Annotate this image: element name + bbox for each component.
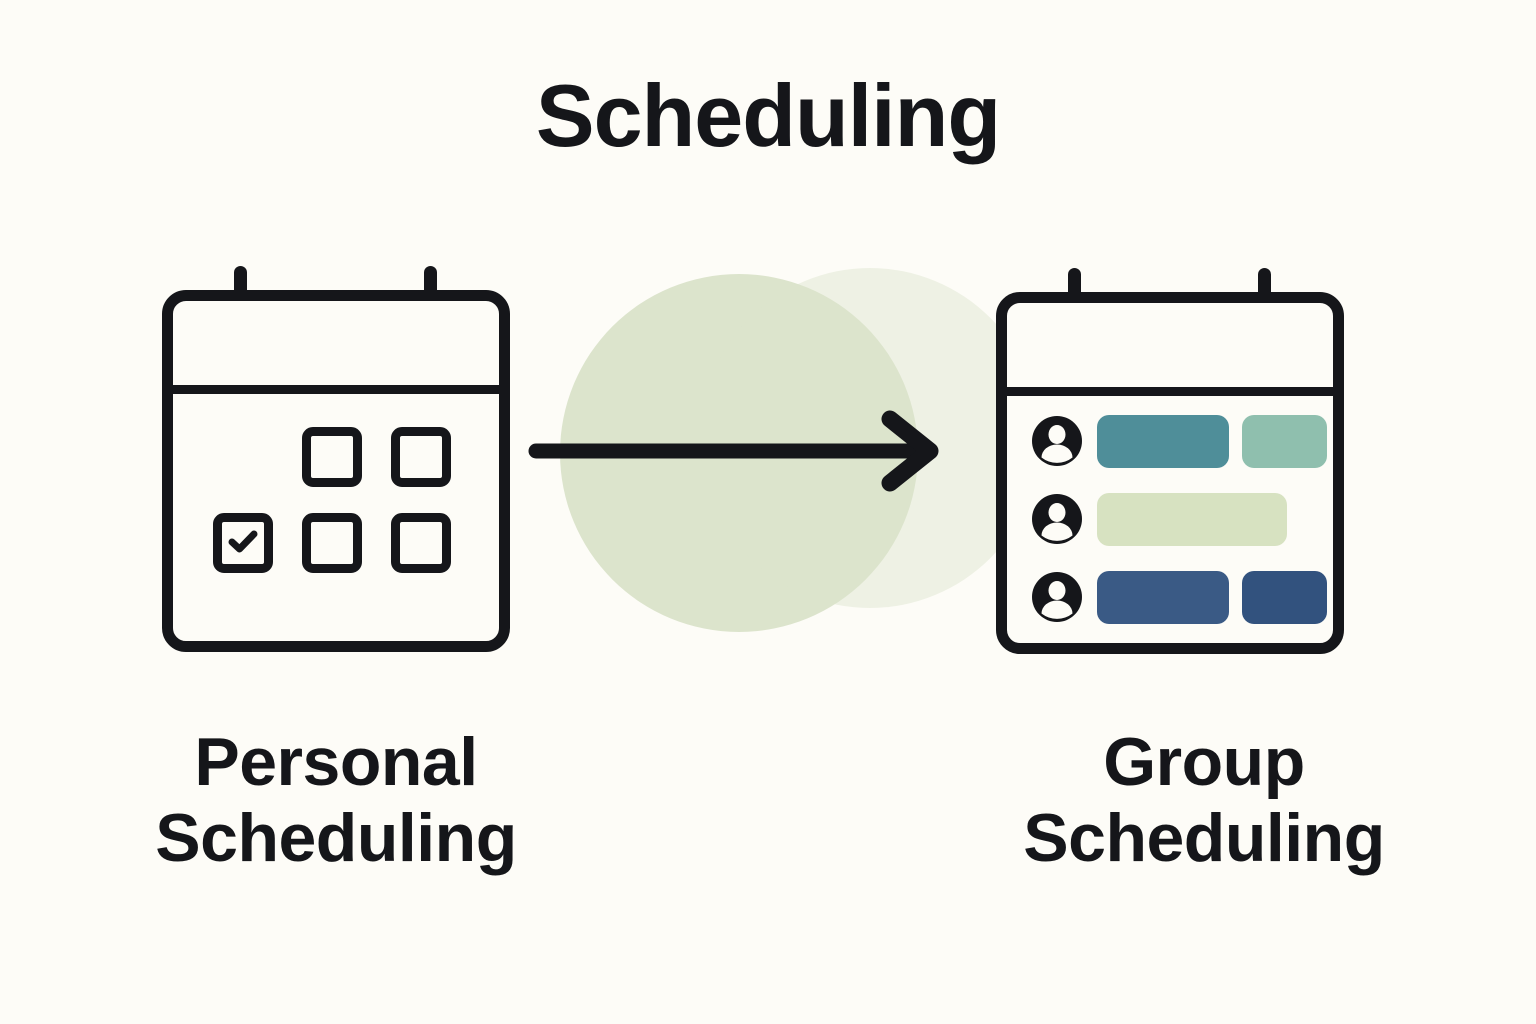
event-bar-group xyxy=(1097,570,1331,624)
calendar-body xyxy=(996,292,1344,654)
event-bar[interactable] xyxy=(1242,414,1327,468)
event-bar-group xyxy=(1097,414,1331,468)
caption-line-1: Personal xyxy=(194,724,478,800)
event-bar[interactable] xyxy=(1097,570,1229,624)
right-arrow-icon xyxy=(528,405,952,497)
event-bar[interactable] xyxy=(1242,570,1327,624)
day-cell-r2c2[interactable] xyxy=(302,513,362,573)
day-cell-grid xyxy=(213,427,485,577)
page-title: Scheduling xyxy=(535,66,1001,165)
day-cell-r1c1 xyxy=(213,427,273,487)
caption-line-1: Group xyxy=(1103,724,1305,800)
attendee-row xyxy=(1031,567,1331,627)
group-calendar-icon xyxy=(996,268,1344,654)
caption-line-2: Scheduling xyxy=(155,800,517,877)
person-avatar-icon xyxy=(1032,494,1082,544)
day-cell-r2c3[interactable] xyxy=(391,513,451,573)
calendar-body xyxy=(162,290,510,652)
event-bar[interactable] xyxy=(1097,492,1287,546)
person-avatar-icon xyxy=(1032,416,1082,466)
day-cell-r1c2[interactable] xyxy=(302,427,362,487)
attendee-row xyxy=(1031,411,1331,471)
person-avatar-icon xyxy=(1032,572,1082,622)
caption-line-2: Scheduling xyxy=(1023,800,1385,877)
group-scheduling-caption: Group Scheduling xyxy=(924,724,1484,876)
checkmark-icon xyxy=(228,530,258,553)
attendee-row xyxy=(1031,489,1331,549)
event-bar-group xyxy=(1097,492,1331,546)
calendar-header-divider xyxy=(1007,387,1333,396)
personal-calendar-icon xyxy=(162,266,510,652)
event-bar[interactable] xyxy=(1097,414,1229,468)
personal-scheduling-caption: Personal Scheduling xyxy=(56,724,616,876)
day-cell-r1c3[interactable] xyxy=(391,427,451,487)
day-cell-r2c1-checked[interactable] xyxy=(213,513,273,573)
attendee-row-list xyxy=(1031,411,1331,627)
calendar-header-divider xyxy=(173,385,499,394)
